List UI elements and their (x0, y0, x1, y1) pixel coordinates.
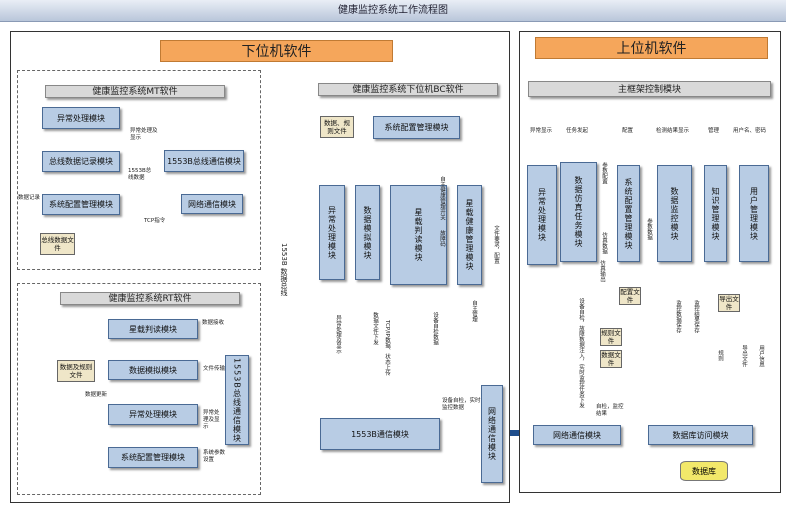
bc-label-file-req: 文件要求，配置 (493, 225, 499, 264)
mt-network-module: 网络通信模块 (181, 194, 243, 214)
bc-title: 健康监控系统下位机BC软件 (318, 83, 498, 96)
rt-sim-module: 数据模拟模块 (108, 360, 198, 380)
upper-label-monitor-data: 监控数据保存 (675, 300, 681, 333)
upper-label-export: 导出文件 (741, 345, 747, 367)
upper-config-file: 配置文件 (619, 287, 641, 305)
upper-network-module: 网络通信模块 (533, 425, 621, 445)
mt-title: 健康监控系统MT软件 (45, 85, 225, 98)
bc-label-fault: 故障码 (439, 230, 445, 247)
rt-data-rule-file: 数据及规则文件 (57, 360, 95, 382)
bc-1553b-module: 1553B通信模块 (320, 418, 440, 450)
upper-label-sim-out: 仿真输出 (599, 260, 605, 282)
bc-sim-module: 数据模拟模块 (355, 185, 380, 280)
rt-1553b-module: 1553B总线通信模块 (225, 355, 249, 445)
bc-exception-module: 异常处理模块 (319, 185, 345, 280)
bc-label-exception: 异常处理及显示 (335, 315, 341, 354)
bc-health-module: 星载健康管理模块 (457, 185, 482, 285)
mt-exception-module: 异常处理模块 (42, 107, 120, 129)
mt-bus-data-file: 总线数据文件 (40, 233, 75, 255)
upper-label-config: 配置 (622, 128, 634, 134)
upper-label-userinfo: 用户信息 (758, 345, 764, 367)
rt-read-module: 星载判读模块 (108, 319, 198, 339)
lower-panel-title: 下位机软件 (160, 40, 393, 62)
rt-label-param: 系统参数设置 (203, 450, 226, 463)
upper-exception-module: 异常处理模块 (527, 165, 557, 265)
bc-label-selftest: 设备自检数据 (432, 312, 438, 345)
rt-title: 健康监控系统RT软件 (60, 292, 240, 305)
upper-config-module: 系统配置管理模块 (617, 165, 640, 262)
bc-read-module: 星载判读模块 (390, 185, 447, 285)
rt-label-recv: 数据接收 (202, 320, 225, 326)
mt-1553b-module: 1553B总线通信模块 (164, 150, 244, 172)
upper-label-param-data: 参数数据 (646, 218, 652, 240)
upper-label-monitor-result: 监控结果保存 (693, 300, 699, 333)
upper-label-device: 设备自检，故障数据注入，实时监控任务下发 (578, 298, 584, 408)
mt-label-exception: 异常处理及显示 (130, 128, 158, 141)
mt-config-module: 系统配置管理模块 (42, 194, 120, 215)
upper-data-file: 数据文件 (600, 350, 622, 368)
mt-label-1553-data: 1553B总线数据 (128, 168, 152, 181)
bc-label-autonomy: 自主管理 (471, 300, 477, 322)
mt-log-module: 总线数据记录模块 (42, 151, 120, 172)
upper-export-file: 导出文件 (718, 294, 740, 312)
mt-label-tcp: TCP指令 (144, 218, 166, 224)
rt-label-file: 文件传输 (203, 366, 226, 372)
upper-rule-file: 规则文件 (600, 328, 622, 346)
mt-label-record: 数据记录 (18, 195, 41, 201)
rt-section (17, 283, 261, 495)
upper-label-rule: 规则 (717, 350, 723, 361)
rt-label-update: 数据更新 (85, 392, 108, 398)
bus-1553b-label: 1553B 数据总线 (280, 243, 288, 296)
bc-data-rule-file: 数据、规则文件 (320, 116, 354, 138)
mt-section (17, 70, 261, 270)
upper-label-sim-data: 仿真数据 (601, 232, 607, 254)
upper-label-exception: 异常显示 (530, 128, 553, 134)
upper-label-task: 任务发起 (566, 128, 589, 134)
upper-panel-title: 上位机软件 (535, 37, 768, 59)
bc-label-health-switch: 自主健康管理开关 (439, 176, 445, 220)
upper-label-selfmon: 自检，监控结果 (596, 404, 624, 417)
upper-user-module: 用户管理模块 (739, 165, 769, 262)
bc-label-cmd: 设备自检，实时监控数据 (442, 398, 481, 411)
bc-config-module: 系统配置管理模块 (373, 116, 460, 139)
upper-knowledge-module: 知识管理模块 (704, 165, 727, 262)
upper-label-result: 检测结果显示 (656, 128, 690, 134)
database-icon: 数据库 (680, 461, 728, 481)
upper-panel (519, 31, 781, 493)
upper-label-manage: 管理 (708, 128, 720, 134)
upper-sim-module: 数据仿真任务模块 (560, 162, 597, 262)
rt-exception-module: 异常处理模块 (108, 404, 198, 425)
rt-config-module: 系统配置管理模块 (108, 447, 198, 468)
upper-label-user: 用户名、密码 (733, 128, 767, 134)
bc-network-module: 网络通信模块 (481, 385, 503, 483)
upper-main-frame: 主框架控制模块 (528, 81, 771, 97)
upper-monitor-module: 数据监控模块 (657, 165, 692, 262)
upper-db-access-module: 数据库访问模块 (648, 425, 753, 445)
bc-label-datafile: 数据文件下发 (372, 312, 378, 345)
bc-label-tcpip: TCP/IP数据、状态上传 (384, 320, 390, 376)
page-title: 健康监控系统工作流程图 (0, 0, 786, 22)
rt-label-exception: 异常处理及显示 (203, 410, 220, 430)
upper-label-param-config: 参数配置 (601, 162, 607, 184)
